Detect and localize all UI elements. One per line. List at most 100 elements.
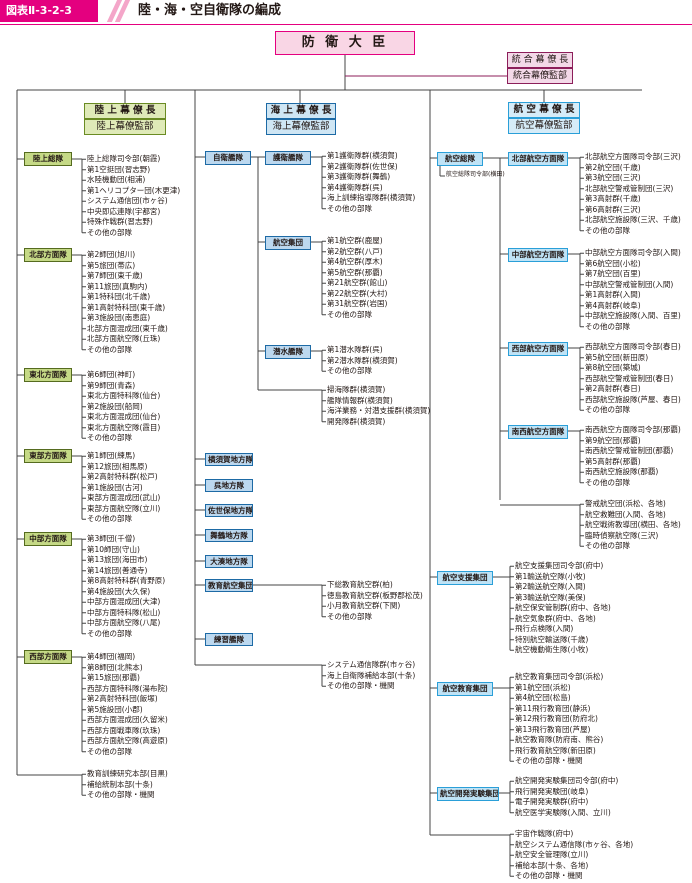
unit-list-item: 第8航空団(築城) [585,363,641,372]
unit-list-item: 海上訓練指導隊群(横須賀) [327,193,416,202]
unit-list-item: 小月教育航空群(下関) [327,601,401,610]
unit-list-item: 艦隊情報群(横須賀) [327,395,393,405]
gsdf-staff-box: 陸上幕僚監部 [84,119,166,135]
unit-list-item: 補給本部(十条、各地) [515,860,589,870]
unit-list-item: 第2航空団(千歳) [585,162,641,172]
msdf-subunit-list: 第1潜水隊群(呉)第2潜水隊群(横須賀)その他の部隊 [327,345,398,377]
unit-list-item: 中部方面特科隊(松山) [87,607,161,617]
asdf-force-box: 北部航空方面隊 [508,152,568,166]
unit-list-item: 第3航空団(三沢) [585,173,641,182]
unit-list-item: 海上自衛隊補給本部(十条) [327,670,416,680]
unit-list-item: 第3輸送航空隊(美保) [515,592,586,602]
unit-list-item: その他の部隊 [87,628,132,638]
unit-list-item: 電子開発実験群(府中) [515,797,589,806]
unit-list-item: 第6航空団(小松) [585,258,641,268]
unit-list-item: 特別航空輸送隊(千歳) [515,634,589,644]
unit-list-item: 特殊作戦群(習志野) [87,217,153,226]
gsdf-unit-box: 中部方面隊 [24,532,72,546]
asdf-command-note: 航空総隊司令部(横田) [446,171,505,178]
asdf-chief-box: 航 空 幕 僚 長 [508,102,580,118]
asdf-force-box: 南西航空方面隊 [508,425,568,439]
gsdf-unit-box: 東北方面隊 [24,368,72,382]
unit-list-item: 西部航空方面隊司令部(春日) [585,342,681,351]
unit-list-item: 第2高射特科群(松戸) [87,472,158,481]
unit-list-item: システム通信隊群(市ヶ谷) [327,660,416,669]
unit-list-item: その他の部隊・機関 [327,681,395,690]
gsdf-unit-list: 第2師団(旭川)第5旅団(帯広)第7師団(東千歳)第11旅団(真駒内)第1特科団… [87,250,168,355]
asdf-education-box: 航空教育集団 [437,682,493,696]
unit-list-item: 第12旅団(相馬原) [87,461,148,471]
unit-list-item: 第4航空団(松島) [515,693,571,702]
msdf-district-box: 佐世保地方隊 [205,504,253,517]
unit-list-item: 第1高射群(入間) [585,290,641,299]
msdf-subunit-list: 第1航空群(鹿屋)第2航空群(八戸)第4航空群(厚木)第5航空群(那覇)第21航… [327,236,387,320]
unit-list-item: 南西航空施設隊(那覇) [585,467,659,476]
unit-list-item: 中部航空警戒管制団(入間) [585,279,674,289]
msdf-subunit-box: 潜水艦隊 [265,345,311,359]
unit-list-item: 第1航空団(浜松) [515,682,571,692]
gsdf-unit-box: 北部方面隊 [24,248,72,262]
joint-staff-box: 統合幕僚監部 [507,68,573,84]
unit-list-item: 航空教育隊(防府南、熊谷) [515,735,604,744]
unit-list-item: 第2輸送航空隊(入間) [515,582,586,591]
unit-list-item: 第3師団(千僧) [87,534,136,543]
unit-list-item: 第2高射群(春日) [585,384,641,393]
msdf-district-box: 呉地方隊 [205,479,253,492]
unit-list-item: 第2航空群(八戸) [327,246,383,256]
unit-list-item: 航空教育集団司令部(浜松) [515,672,604,681]
unit-list-item: 東北方面航空隊(霞目) [87,422,161,432]
unit-list-item: 第15旅団(那覇) [87,673,140,682]
unit-list-item: その他の部隊 [87,514,132,523]
unit-list-item: 第5航空団(新田原) [585,352,649,362]
unit-list-item: 第5施設団(小郡) [87,704,143,714]
unit-list-item: 警戒航空団(浜松、各地) [585,499,666,508]
header-rule [0,24,692,25]
unit-list-item: 掃海隊群(横須賀) [327,385,386,394]
unit-list-item: 飛行教育航空隊(新田原) [515,745,596,755]
unit-list-item: 第13飛行教育団(芦屋) [515,724,591,734]
unit-list-item: 第3護衛隊群(舞鶴) [327,172,391,181]
unit-list-item: 第5航空群(那覇) [327,267,383,277]
unit-list-item: 西部方面航空隊(高遊原) [87,736,168,745]
unit-list-item: 第1潜水隊群(呉) [327,345,383,354]
gsdf-unit-list: 第4師団(福岡)第8師団(北熊本)第15旅団(那覇)西部方面特科隊(湯布院)第2… [87,652,168,757]
msdf-subunit-list: 第1護衛隊群(横須賀)第2護衛隊群(佐世保)第3護衛隊群(舞鶴)第4護衛隊群(呉… [327,151,415,214]
unit-list-item: 航空気象群(府中、各地) [515,613,596,623]
unit-list-item: 第8師団(北熊本) [87,662,143,672]
unit-list-item: 第6高射群(三沢) [585,204,641,214]
gsdf-unit-list: 第6師団(神町)第9師団(青森)東北方面特科隊(仙台)第2施設団(船岡)東北方面… [87,370,160,444]
asdf-development-box: 航空開発実験集団 [437,787,499,801]
unit-list-item: 第4航空群(厚木) [327,257,383,266]
asdf-others-list: 宇宙作戦隊(府中)航空システム通信隊(市ヶ谷、各地)航空安全管理隊(立川)補給本… [515,829,633,882]
msdf-education-box: 教育航空集団 [205,579,253,592]
minister-box: 防 衛 大 臣 [275,31,415,55]
unit-list-item: 航空機動衛生隊(小牧) [515,645,589,654]
asdf-force-box: 中部航空方面隊 [508,248,568,262]
unit-list-item: 第4高射群(岐阜) [585,300,641,310]
unit-list-item: 北部航空施設隊(三沢、千歳) [585,215,681,224]
unit-list-item: 水陸機動団(相浦) [87,175,146,184]
unit-list-item: その他の部隊 [87,227,132,237]
unit-list-item: 第4師団(福岡) [87,652,136,661]
unit-list-item: 東部方面混成団(武山) [87,493,161,502]
msdf-education-list: 下総教育航空群(柏)徳島教育航空群(板野郡松茂)小月教育航空群(下関)その他の部… [327,580,423,622]
unit-list-item: 補給統制本部(十条) [87,779,153,789]
gsdf-unit-list: 第1師団(練馬)第12旅団(相馬原)第2高射特科群(松戸)第1施設団(古河)東部… [87,451,160,525]
unit-list-item: 北部方面混成団(東千歳) [87,323,168,333]
unit-list-item: 航空医学実験隊(入間、立川) [515,807,611,817]
unit-list-item: 西部航空施設隊(芦屋、春日) [585,394,681,404]
unit-list-item: 第6師団(神町) [87,370,136,379]
asdf-command-others-list: 警戒航空団(浜松、各地)航空救難団(入間、各地)航空戦術教導団(横田、各地)臨時… [585,499,681,552]
unit-list-item: 東北方面混成団(仙台) [87,412,161,421]
unit-list-item: 第4施設団(大久保) [87,586,151,596]
unit-list-item: その他の部隊 [327,611,372,621]
unit-list-item: 北部航空方面隊司令部(三沢) [585,152,681,161]
unit-list-item: 徳島教育航空群(板野郡松茂) [327,590,423,600]
gsdf-unit-box: 東部方面隊 [24,449,72,463]
figure-title: 陸・海・空自衛隊の編成 [138,3,282,18]
unit-list-item: 第14旅団(善通寺) [87,565,148,575]
unit-list-item: 第4護衛隊群(呉) [327,182,383,192]
joint-chief-box: 統 合 幕 僚 長 [507,52,573,68]
asdf-support-list: 航空支援集団司令部(府中)第1輸送航空隊(小牧)第2輸送航空隊(入間)第3輸送航… [515,561,611,656]
